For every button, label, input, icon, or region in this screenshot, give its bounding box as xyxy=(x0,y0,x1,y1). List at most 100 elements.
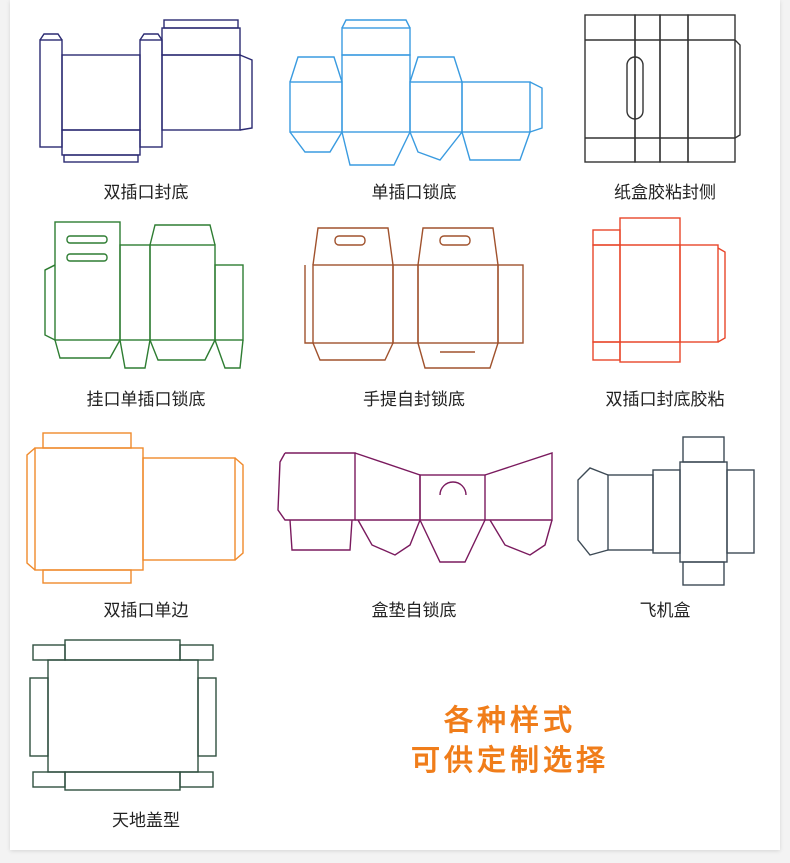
dieline-stroke xyxy=(659,14,689,163)
dieline-single-tuck-lock-bottom xyxy=(289,19,543,166)
dieline-stroke xyxy=(679,244,719,343)
dieline-stroke xyxy=(341,19,411,29)
dieline-stroke xyxy=(61,54,141,131)
dieline-stroke xyxy=(592,229,621,246)
dieline-stroke xyxy=(652,469,681,554)
dieline-stroke xyxy=(417,264,499,344)
label-lid-and-base: 天地盖型 xyxy=(112,811,180,831)
dieline-stroke xyxy=(289,131,343,153)
label-mailer-box: 飞机盒 xyxy=(639,601,691,621)
label-double-tuck-glued: 双插口封底胶粘 xyxy=(605,390,725,410)
dieline-stroke xyxy=(439,481,467,496)
dieline-stroke xyxy=(161,54,241,131)
dieline-stroke xyxy=(354,452,421,521)
dieline-double-tuck-single-side xyxy=(26,432,244,584)
dieline-stroke xyxy=(529,81,543,133)
dieline-stroke xyxy=(42,432,132,449)
dieline-stroke xyxy=(47,659,199,773)
label-single-tuck-lock-bottom: 单插口锁底 xyxy=(371,183,457,203)
dieline-stroke xyxy=(619,217,681,363)
label-double-tuck-bottom: 双插口封底 xyxy=(103,183,189,203)
slogan-line-2: 可供定制选择 xyxy=(410,743,609,777)
dieline-stroke xyxy=(179,644,214,661)
dieline-stroke xyxy=(63,154,139,163)
dieline-stroke xyxy=(626,56,644,120)
dieline-stroke xyxy=(119,244,151,341)
dieline-stroke xyxy=(139,39,163,148)
dieline-stroke xyxy=(734,39,741,139)
dieline-stroke xyxy=(214,264,244,341)
slogan-line-1: 各种样式 xyxy=(443,703,576,737)
dieline-stroke xyxy=(289,519,353,551)
dieline-stroke xyxy=(26,447,36,571)
dieline-stroke xyxy=(66,235,108,244)
dieline-stroke xyxy=(54,221,121,341)
dieline-stroke xyxy=(341,54,411,133)
dieline-stroke xyxy=(149,339,216,361)
dieline-stroke xyxy=(634,14,661,163)
dieline-stroke xyxy=(682,436,725,463)
dieline-stroke xyxy=(417,227,499,266)
dieline-stroke xyxy=(66,253,108,262)
dieline-stroke xyxy=(32,771,66,788)
dieline-lid-and-base xyxy=(29,639,217,791)
label-handle-auto-lock: 手提自封锁底 xyxy=(363,390,465,410)
dieline-stroke xyxy=(679,461,728,563)
dieline-stroke xyxy=(489,519,553,556)
dieline-stroke xyxy=(312,227,394,266)
dieline-stroke xyxy=(142,457,236,561)
dieline-stroke xyxy=(409,56,463,83)
dieline-stroke xyxy=(726,469,755,554)
dieline-stroke xyxy=(289,56,343,83)
dieline-stroke xyxy=(357,519,421,556)
dieline-stroke xyxy=(417,342,499,369)
dieline-handle-auto-lock xyxy=(304,227,524,369)
dieline-stroke xyxy=(149,244,216,341)
dieline-stroke xyxy=(409,131,463,161)
dieline-stroke xyxy=(409,81,463,133)
dieline-stroke xyxy=(687,14,736,163)
dieline-stroke xyxy=(54,339,121,359)
label-double-tuck-single-side: 双插口单边 xyxy=(103,601,189,621)
dieline-stroke xyxy=(419,474,486,521)
dieline-stroke xyxy=(312,264,394,344)
dieline-stroke xyxy=(239,54,253,131)
dieline-stroke xyxy=(197,677,217,757)
label-hang-tab-lock-bottom: 挂口单插口锁底 xyxy=(86,390,206,410)
dieline-pad-auto-lock xyxy=(277,452,553,563)
label-pad-auto-lock: 盒垫自锁底 xyxy=(371,601,457,621)
dieline-stroke xyxy=(234,457,244,561)
dieline-stroke xyxy=(64,771,181,791)
dieline-stroke xyxy=(39,39,63,148)
dieline-stroke xyxy=(61,129,141,156)
dieline-stroke xyxy=(392,264,419,344)
dieline-stroke xyxy=(39,33,63,41)
dieline-stroke xyxy=(32,644,66,661)
dieline-mailer-box xyxy=(577,436,755,586)
dieline-stroke xyxy=(214,339,244,369)
dieline-stroke xyxy=(461,81,531,133)
dieline-stroke xyxy=(341,27,411,56)
dieline-stroke xyxy=(277,452,356,521)
dieline-stroke xyxy=(439,235,471,246)
dieline-double-tuck-bottom xyxy=(39,19,253,163)
dieline-stroke xyxy=(304,265,313,344)
dieline-stroke xyxy=(592,341,621,361)
dieline-stroke xyxy=(289,81,343,133)
dieline-stroke xyxy=(484,452,553,521)
dieline-glued-side-box xyxy=(584,14,741,163)
dieline-stroke xyxy=(163,19,239,29)
dieline-stroke xyxy=(119,339,151,369)
dieline-stroke xyxy=(419,519,486,563)
dieline-stroke xyxy=(607,474,654,551)
label-glued-side-box: 纸盒胶粘封侧 xyxy=(614,183,716,203)
dieline-stroke xyxy=(42,569,132,584)
dieline-stroke xyxy=(341,131,411,166)
dieline-stroke xyxy=(577,467,609,556)
dieline-stroke xyxy=(149,224,216,246)
dieline-stroke xyxy=(179,771,214,788)
dieline-stroke xyxy=(29,677,49,757)
dieline-stroke xyxy=(682,561,725,586)
dieline-stroke xyxy=(592,244,621,343)
